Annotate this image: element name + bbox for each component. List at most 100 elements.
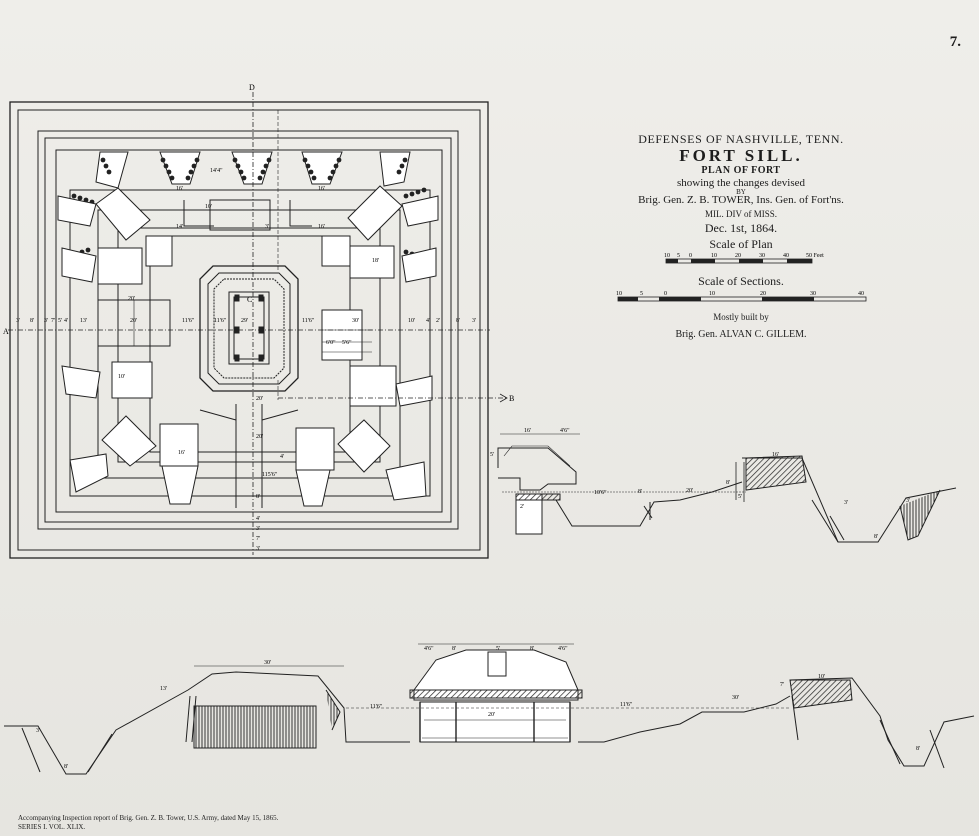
sections-tick-1: 5 (640, 291, 643, 297)
dim-a-1: 8' (30, 318, 34, 324)
dim-col-4: 20' (256, 396, 263, 402)
dim-col-0: 115'6" (262, 472, 278, 478)
scale-of-sections-label: Scale of Sections. (698, 274, 784, 288)
sb-dim-10: 30' (732, 695, 739, 701)
sections-tick-5: 30 (810, 291, 816, 297)
plan-tick-1: 5 (677, 253, 680, 259)
sr-dim-12: 8' (874, 534, 878, 540)
dim-top-6: 16' (318, 224, 325, 230)
sr-dim-11: 3' (906, 498, 910, 504)
sr-dim-8: 5' (738, 494, 742, 500)
sections-tick-0: 10 (616, 291, 622, 297)
sb-dim-15: 8' (916, 746, 920, 752)
dim-a-3: 7' (51, 318, 55, 324)
section-bottom-dims: 30' 13' 4'6" 8' 8' 5' 4'6" 11'6" 20' 11'… (36, 646, 920, 770)
sb-dim-12: 7' (780, 682, 784, 688)
sr-dim-4: 10'6" (594, 490, 607, 496)
dim-col-8: 3' (256, 546, 260, 552)
scale-of-sections-ticks: 10 5 0 10 20 30 40 (616, 291, 864, 297)
sb-dim-5: 5' (496, 646, 500, 652)
dim-col-5: 4' (256, 516, 260, 522)
plan-tick-5: 30 (759, 253, 765, 259)
dim-misc-2: 16' (178, 450, 185, 456)
dim-a-10: 29' (241, 318, 248, 324)
title-line-by: BY (736, 188, 746, 196)
dim-a-8: 11'6" (182, 318, 195, 324)
scale-of-plan-bar (665, 258, 813, 264)
dim-a-17: 3' (472, 318, 476, 324)
sections-tick-2: 0 (664, 291, 667, 297)
dim-col-2: 4' (280, 454, 284, 460)
dim-col-3: 8' (256, 494, 260, 500)
sb-dim-14: 3' (36, 728, 40, 734)
dim-col-6: 3' (256, 526, 260, 532)
footer-line-report: Accompanying Inspection report of Brig. … (18, 814, 279, 822)
sr-dim-3: 2' (520, 504, 524, 510)
title-line-date: Dec. 1st, 1864. (704, 221, 778, 235)
sb-dim-4: 8' (530, 646, 534, 652)
sections-tick-6: 40 (858, 291, 864, 297)
dim-col-1: 20' (256, 434, 263, 440)
dim-misc-4: 6'0" (326, 340, 336, 346)
plan-tick-0: 10 (664, 253, 670, 259)
dim-a-0: 3' (16, 318, 20, 324)
sr-dim-6: 20' (686, 488, 693, 494)
plan-tick-4: 20 (735, 253, 741, 259)
sr-dim-5: 8' (638, 489, 642, 495)
sr-dim-0: 16' (524, 428, 531, 434)
sr-dim-1: 4'6" (560, 428, 570, 434)
dim-a-12: 30' (352, 318, 359, 324)
section-right-dims: 16' 4'6" 5' 2' 10'6" 8' 20' 8' 5' 16' 3'… (490, 428, 910, 540)
title-line-showing: showing the changes devised (677, 177, 805, 189)
dim-a-2: 3' (44, 318, 48, 324)
section-label-b: B (509, 394, 514, 403)
plan-dimensions: 14'4" 16' 14' 10' 3' 16' 16' 3' 8' 3' 7'… (16, 168, 476, 552)
sb-dim-8: 20' (488, 712, 495, 718)
dim-a-6: 13' (80, 318, 87, 324)
plan-tick-7: 50 Feet (806, 253, 824, 259)
sb-dim-7: 11'6" (370, 704, 383, 710)
sb-dim-0: 30' (264, 660, 271, 666)
sb-dim-13: 8' (64, 764, 68, 770)
dim-a-9: 11'6" (214, 318, 227, 324)
dim-top-3: 10' (205, 204, 212, 210)
title-line-defenses: DEFENSES OF NASHVILLE, TENN. (638, 132, 844, 146)
dim-top-1: 16' (176, 186, 183, 192)
sr-dim-2: 5' (490, 452, 494, 458)
dim-a-11: 11'6" (302, 318, 315, 324)
section-profile-bottom (4, 643, 975, 775)
section-label-c: C (247, 295, 252, 304)
dim-misc-5: 5'6" (342, 340, 352, 346)
built-by-label: Mostly built by (713, 312, 769, 322)
builder-name: Brig. Gen. ALVAN C. GILLEM. (675, 329, 807, 340)
dim-top-5: 16' (318, 186, 325, 192)
dim-top-4: 3' (265, 224, 269, 230)
dim-top-0: 14'4" (210, 168, 223, 174)
dim-misc-3: 18' (372, 258, 379, 264)
dim-col-7: 7' (256, 536, 260, 542)
dim-a-16: 8' (456, 318, 460, 324)
sb-dim-3: 8' (452, 646, 456, 652)
dim-a-13: 10' (408, 318, 415, 324)
sb-dim-6: 4'6" (558, 646, 568, 652)
section-label-a: A (3, 327, 9, 336)
sections-tick-3: 10 (709, 291, 715, 297)
section-profile-right (497, 433, 957, 543)
footer-line-series: SERIES I. VOL. XLIX. (18, 823, 86, 831)
sections-tick-4: 20 (760, 291, 766, 297)
scale-of-plan-ticks: 10 5 0 10 20 30 40 50 Feet (664, 253, 824, 259)
dim-misc-0: 20' (128, 296, 135, 302)
dim-a-5: 4' (64, 318, 68, 324)
scale-of-plan-label: Scale of Plan (709, 237, 773, 251)
page-number: 7. (949, 34, 961, 50)
dim-a-4: 5' (58, 318, 62, 324)
sb-dim-2: 4'6" (424, 646, 434, 652)
sr-dim-7: 8' (726, 480, 730, 486)
sb-dim-9: 11'6" (620, 702, 633, 708)
title-line-fort-name: FORT SILL. (679, 146, 803, 165)
sr-dim-9: 16' (772, 452, 779, 458)
dim-a-14: 4' (426, 318, 430, 324)
plan-tick-3: 10 (711, 253, 717, 259)
